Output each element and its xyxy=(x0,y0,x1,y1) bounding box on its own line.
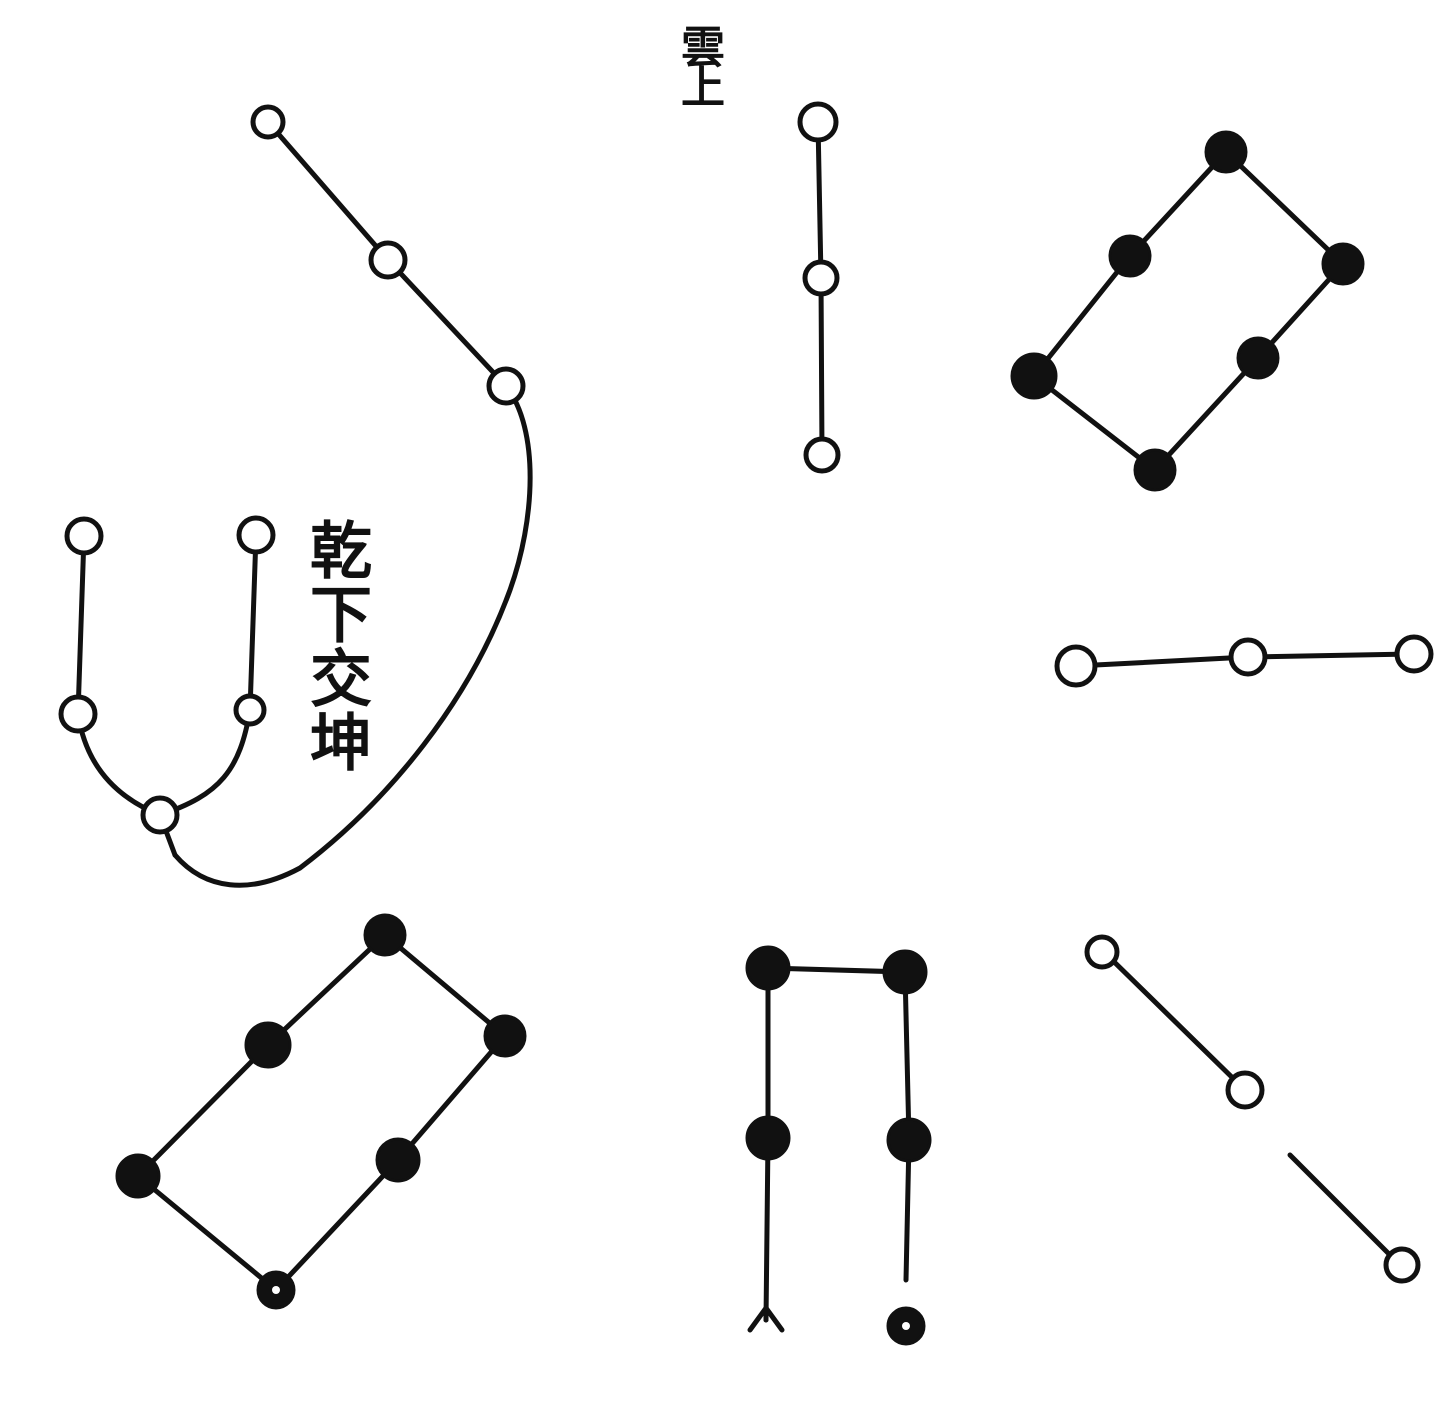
star-open xyxy=(1394,634,1434,674)
star-filled xyxy=(363,913,407,957)
rectangle-edge xyxy=(134,931,509,1294)
label-top: 雲上 xyxy=(673,24,724,104)
star-filled xyxy=(375,1137,421,1183)
star-open xyxy=(250,104,286,140)
star-open xyxy=(1228,637,1268,677)
star-open xyxy=(1225,1070,1265,1110)
star-open xyxy=(236,515,276,555)
star-center-dot xyxy=(902,1322,910,1330)
group-right-horizontal xyxy=(1054,634,1434,688)
group-left-fork xyxy=(58,515,276,858)
star-filled xyxy=(483,1014,527,1058)
star-open xyxy=(1084,934,1120,970)
fork-tail-mark xyxy=(747,1303,785,1333)
diagonal-edge xyxy=(1101,949,1248,1093)
group-bottom-middle-pi xyxy=(745,945,932,1346)
star-open xyxy=(233,693,267,727)
star-filled xyxy=(886,1117,932,1163)
group-lower-left-rectangle xyxy=(115,913,527,1310)
star-filled xyxy=(1010,352,1058,400)
group-lower-right-diagonal xyxy=(1084,934,1421,1284)
group-upper-right-rectangle xyxy=(1010,130,1365,492)
star-open xyxy=(64,516,104,556)
curve-edge-long xyxy=(172,383,533,888)
star-filled xyxy=(1133,448,1177,492)
star-open xyxy=(486,366,526,406)
star-open xyxy=(1383,1246,1421,1284)
group-top-vertical xyxy=(797,101,841,474)
fork-edge xyxy=(157,532,259,818)
label-side: 乾下交坤 xyxy=(299,518,372,774)
star-filled xyxy=(1236,336,1280,380)
pi-edge xyxy=(765,965,908,975)
star-filled xyxy=(1204,130,1248,174)
star-filled xyxy=(745,1115,791,1161)
group-upper-left-curve xyxy=(172,104,533,888)
star-open xyxy=(368,240,408,280)
star-open xyxy=(140,795,180,835)
star-center-dot xyxy=(272,1286,280,1294)
star-filled xyxy=(745,945,791,991)
fork-edge xyxy=(75,533,163,818)
star-filled xyxy=(1108,234,1152,278)
diagonal-edge xyxy=(1287,1152,1403,1268)
star-open xyxy=(803,436,841,474)
star-filled xyxy=(244,1021,292,1069)
star-filled xyxy=(115,1153,161,1199)
star-open xyxy=(802,259,840,297)
star-filled xyxy=(882,949,928,995)
star-open xyxy=(797,101,839,143)
rectangle-edge xyxy=(1030,148,1347,474)
star-open xyxy=(1054,644,1098,688)
star-open xyxy=(58,694,98,734)
star-filled xyxy=(1321,242,1365,286)
